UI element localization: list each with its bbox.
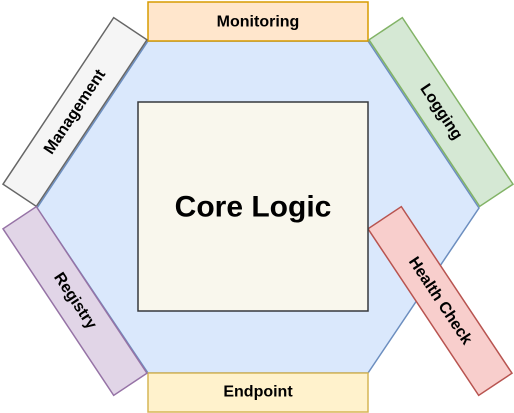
core-logic: Core Logic	[137, 101, 369, 312]
segment-monitoring-box	[147, 1, 369, 42]
segment-management-box	[1, 16, 149, 208]
segment-endpoint-label: Endpoint	[223, 384, 293, 401]
core-logic-label: Core Logic	[175, 191, 332, 224]
segment-registry-box	[1, 205, 149, 397]
segment-endpoint-box	[147, 372, 369, 413]
segment-logging: Logging	[367, 16, 514, 208]
segment-logging-box	[367, 16, 514, 208]
segment-monitoring: Monitoring	[147, 1, 369, 42]
core-logic-box	[137, 101, 369, 312]
segment-monitoring-label: Monitoring	[217, 14, 300, 31]
segment-endpoint: Endpoint	[147, 372, 369, 413]
segment-health-check-box	[366, 205, 514, 397]
